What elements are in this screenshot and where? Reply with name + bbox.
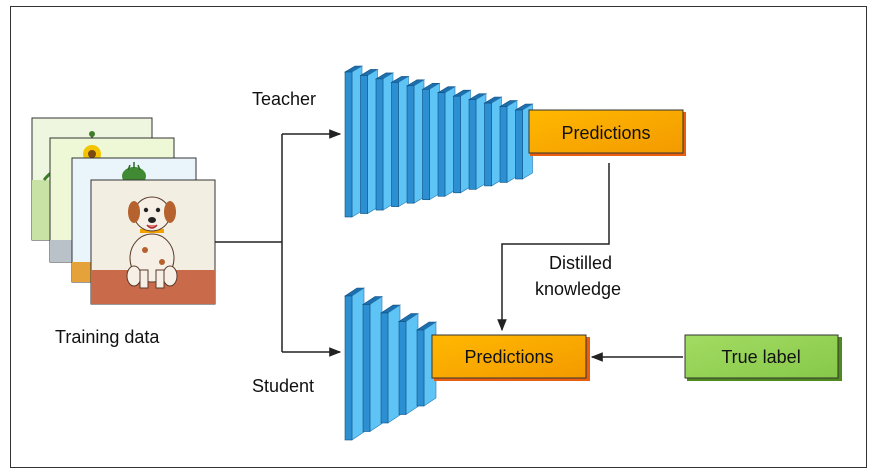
diagram-frame [10, 6, 867, 468]
teacher-layer-10 [483, 96, 503, 187]
teacher-layer-3 [374, 72, 395, 211]
teacher-layer-1 [343, 65, 364, 218]
data-connectors [215, 129, 342, 357]
teacher-layer-2 [359, 68, 379, 215]
student-layer-2 [362, 295, 383, 433]
teacher-layer-7 [436, 86, 457, 197]
teacher-label: Teacher [252, 89, 316, 109]
student-layer-4 [398, 312, 419, 416]
training-data-label: Training data [55, 327, 160, 347]
student-predictions-box: Predictions [431, 334, 590, 381]
distilled-label-line2: knowledge [535, 279, 621, 299]
training-data-stack [31, 117, 216, 305]
student-layer-1 [344, 287, 365, 441]
teacher-network [343, 65, 534, 218]
student-network [344, 287, 437, 441]
student-label: Student [252, 376, 314, 396]
teacher-predictions-label: Predictions [561, 123, 650, 143]
dog-image [90, 179, 216, 305]
true-label-text: True label [721, 347, 800, 367]
distillation-arrows [497, 163, 683, 362]
student-layer-3 [380, 304, 401, 424]
teacher-layer-6 [421, 82, 441, 201]
teacher-layer-11 [498, 100, 519, 183]
student-predictions-label: Predictions [464, 347, 553, 367]
teacher-layer-4 [390, 75, 410, 208]
distilled-knowledge-arrow [497, 163, 610, 332]
teacher-layer-5 [405, 79, 426, 204]
distilled-label-line1: Distilled [549, 253, 612, 273]
teacher-predictions-box: Predictions [528, 109, 686, 156]
true-label-box: True label [684, 334, 842, 381]
teacher-layer-8 [452, 89, 472, 194]
teacher-layer-9 [467, 93, 488, 190]
